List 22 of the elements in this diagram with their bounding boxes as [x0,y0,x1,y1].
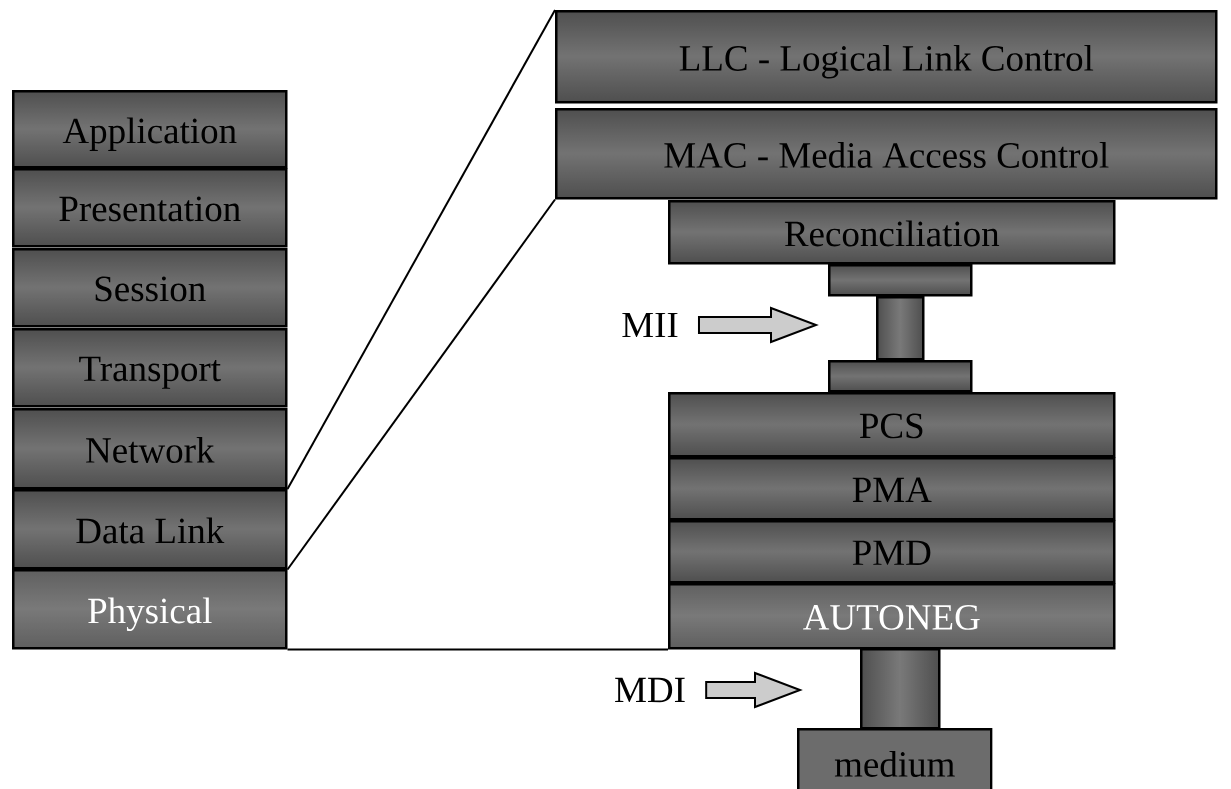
layer-box: Presentation [12,168,288,248]
interface-label: MII [622,312,678,338]
connector-pillar [876,296,925,361]
block-arrow [705,671,803,709]
layer-box: Data Link [12,489,288,570]
layer-box: PMD [668,520,1116,584]
connector-pillar [860,648,941,730]
connector-block [828,264,973,297]
layer-box: Physical [12,569,288,650]
connector-block [828,360,973,393]
layer-box: LLC - Logical Link Control [555,10,1218,104]
block-arrow [698,306,819,344]
layer-box: medium [797,728,993,789]
layer-box: Session [12,248,288,328]
layer-box: Network [12,408,288,490]
layer-box: PMA [668,457,1116,521]
leader-line [286,648,669,651]
leader-line [286,9,556,490]
layer-box: Transport [12,328,288,408]
layer-box: Application [12,90,288,169]
interface-label: MDI [615,677,685,703]
leader-line [286,198,556,571]
